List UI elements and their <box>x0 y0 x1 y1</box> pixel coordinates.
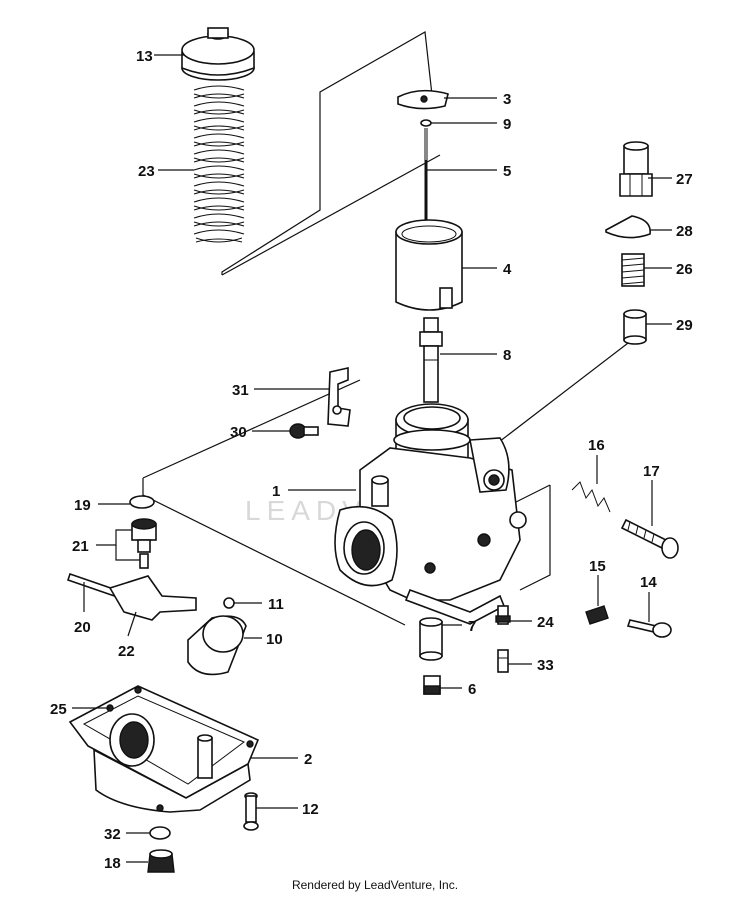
callout-18: 18 <box>104 855 121 872</box>
callout-25: 25 <box>50 701 67 718</box>
float-arm <box>108 575 197 621</box>
callout-15: 15 <box>589 558 606 575</box>
needle-clip <box>420 119 432 127</box>
assembly-frame-top <box>221 31 441 276</box>
callout-6: 6 <box>468 681 476 698</box>
float-needle-valve <box>131 518 157 569</box>
callout-16: 16 <box>588 437 605 454</box>
drain-gasket <box>149 826 171 840</box>
callout-1: 1 <box>272 483 280 500</box>
cable-bracket <box>327 367 351 427</box>
bracket-screw <box>289 423 319 439</box>
callout-26: 26 <box>676 261 693 278</box>
footer-credit: Rendered by LeadVenture, Inc. <box>291 878 459 892</box>
callout-19: 19 <box>74 497 91 514</box>
float-bowl <box>68 685 260 813</box>
callout-5: 5 <box>503 163 511 180</box>
float <box>187 615 247 676</box>
callout-27: 27 <box>676 171 693 188</box>
starter-washer <box>605 215 651 239</box>
callout-4: 4 <box>503 261 512 278</box>
callout-3: 3 <box>503 91 511 108</box>
pilot-screw-spring <box>585 605 609 625</box>
starter-spring <box>621 253 645 287</box>
assembly-frame-float <box>142 379 406 626</box>
carburetor-body <box>334 403 527 625</box>
callout-20: 20 <box>74 619 91 636</box>
callout-11: 11 <box>268 596 284 613</box>
callout-22: 22 <box>118 643 135 660</box>
needle-retainer-plate <box>397 89 449 110</box>
callout-9: 9 <box>503 116 511 133</box>
callout-24: 24 <box>537 614 554 631</box>
throttle-spring <box>193 85 245 243</box>
callout-30: 30 <box>230 424 247 441</box>
drain-plug <box>147 849 175 873</box>
idle-screw-spring <box>571 481 611 513</box>
starter-plunger-nut <box>619 141 653 197</box>
top-cap <box>181 27 255 81</box>
callout-10: 10 <box>266 631 283 648</box>
bowl-screw <box>243 792 259 831</box>
callout-14: 14 <box>640 574 657 591</box>
callout-23: 23 <box>138 163 155 180</box>
float-screw <box>223 597 235 609</box>
throttle-stop-screw <box>620 518 679 559</box>
callout-8: 8 <box>503 347 511 364</box>
valve-seat-oring <box>129 495 155 509</box>
callout-29: 29 <box>676 317 693 334</box>
callout-13: 13 <box>136 48 153 65</box>
callout-17: 17 <box>643 463 660 480</box>
starter-jet <box>497 649 509 673</box>
callout-leaders <box>72 54 672 863</box>
callout-21: 21 <box>72 538 89 555</box>
callout-32: 32 <box>104 826 121 843</box>
pilot-air-screw <box>626 619 672 638</box>
needle-jet <box>419 317 443 403</box>
main-jet-holder <box>419 617 443 661</box>
starter-plunger <box>623 309 647 345</box>
callout-2: 2 <box>304 751 312 768</box>
pilot-jet <box>495 605 511 625</box>
callout-31: 31 <box>232 382 249 399</box>
callout-28: 28 <box>676 223 693 240</box>
callout-numbers: 13 23 3 9 5 4 8 27 28 26 29 31 30 1 16 1… <box>50 48 693 872</box>
assembly-line-29 <box>481 339 633 456</box>
main-jet <box>423 675 441 695</box>
callout-7: 7 <box>468 618 476 635</box>
throttle-valve <box>395 219 463 311</box>
callout-33: 33 <box>537 657 554 674</box>
callout-12: 12 <box>302 801 319 818</box>
